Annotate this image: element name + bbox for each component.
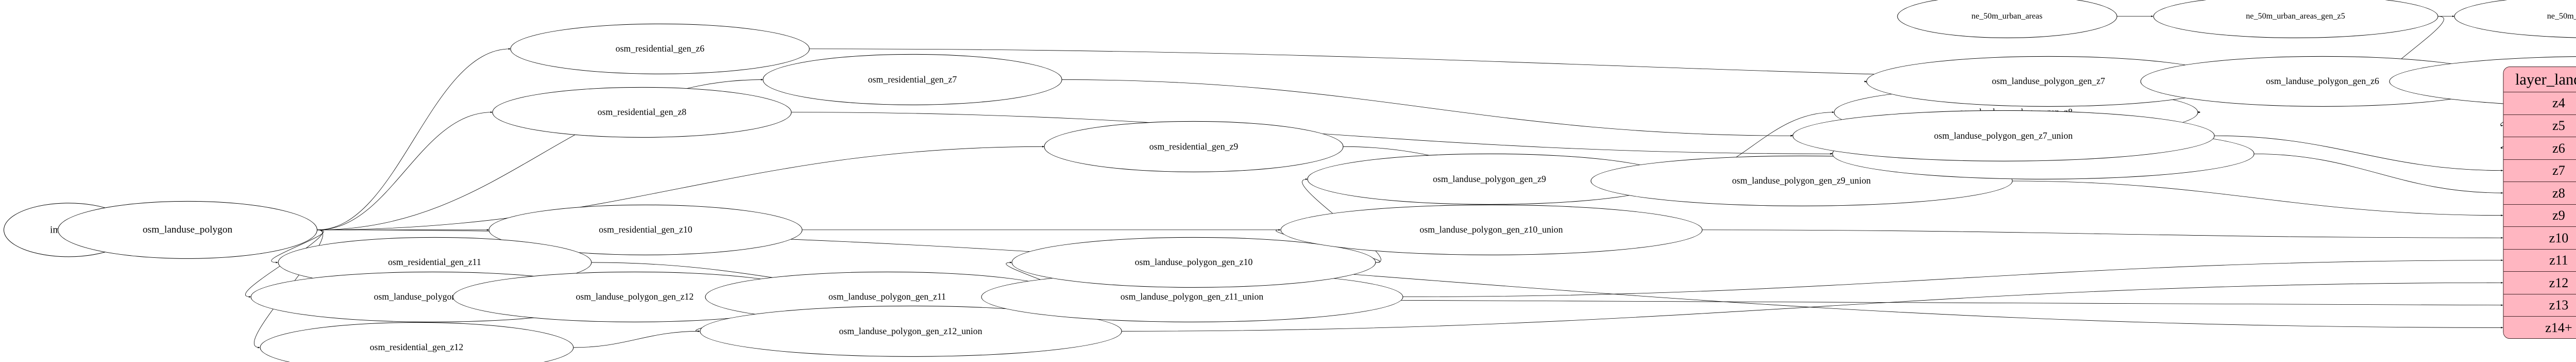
layer-table-header: layer_landuse: [2503, 67, 2576, 93]
edge-osm_landuse_polygon-to-osm_residential_gen_z6: [317, 46, 511, 230]
layer-table-row-z8[interactable]: z8: [2503, 182, 2576, 205]
graph-node-osm_residential_gen_z8[interactable]: osm_residential_gen_z8: [492, 87, 792, 138]
layer-landuse-table[interactable]: layer_landusez4z5z6z7z8z9z10z11z12z13z14…: [2503, 67, 2576, 339]
edge-osm_landuse_polygon-to-osm_residential_gen_z8: [317, 109, 493, 230]
layer-table-row-z9[interactable]: z9: [2503, 204, 2576, 227]
graph-node-osm_landuse_polygon_gen_z10[interactable]: osm_landuse_polygon_gen_z10: [1011, 237, 1376, 288]
layer-table-row-z12[interactable]: z12: [2503, 272, 2576, 294]
graph-node-label: ne_50m_urban_areas: [1971, 11, 2043, 21]
edge-osm_residential_gen_z7-to-osm_landuse_polygon_gen_z7_union: [1062, 79, 1793, 139]
graph-node-label: osm_landuse_polygon_gen_z9_union: [1732, 175, 1871, 186]
graph-node-osm_landuse_polygon[interactable]: osm_landuse_polygon: [58, 201, 317, 259]
graph-node-label: osm_residential_gen_z8: [597, 106, 687, 117]
graph-node-ne_50m_urban_areas_gen_z5[interactable]: ne_50m_urban_areas_gen_z5: [2153, 0, 2438, 38]
edge-osm_landuse_polygon_gen_z7_union-to-layer_landuse-z7: [2214, 136, 2504, 174]
edge-osm_landuse_polygon-to-osm_residential_gen_z9: [317, 143, 1045, 229]
graph-node-label: osm_residential_gen_z11: [388, 257, 481, 268]
graph-node-label: osm_residential_gen_z9: [1149, 141, 1239, 152]
graph-node-label: osm_landuse_polygon_gen_z12_union: [839, 325, 982, 336]
edge-osm_landuse_polygon_gen_z8_union-to-layer_landuse-z8: [2254, 154, 2504, 196]
graph-node-label: osm_landuse_polygon_gen_z11: [828, 291, 946, 302]
graph-node-label: osm_landuse_polygon_gen_z7: [1992, 76, 2105, 87]
edge-osm_landuse_polygon_gen_z9_union-to-layer_landuse-z9: [2012, 181, 2504, 219]
graph-node-label: osm_residential_gen_z10: [599, 224, 692, 235]
graph-node-label: osm_landuse_polygon_gen_z9: [1433, 173, 1546, 184]
edge-osm_landuse_polygon_gen_z12_union-to-layer_landuse-z12: [1122, 279, 2504, 331]
graph-node-ne_50m_urban_areas[interactable]: ne_50m_urban_areas: [1897, 0, 2117, 38]
layer-table-row-z11[interactable]: z11: [2503, 249, 2576, 272]
graph-node-osm_residential_gen_z6[interactable]: osm_residential_gen_z6: [510, 23, 810, 74]
graph-node-label: osm_landuse_polygon_gen_z7_union: [1934, 130, 2073, 141]
layer-table-row-z13[interactable]: z13: [2503, 294, 2576, 317]
graph-node-label: osm_landuse_polygon_gen_z10_union: [1419, 224, 1563, 235]
edge-osm_landuse_polygon_gen_z10_union-to-layer_landuse-z10: [1702, 230, 2504, 241]
graph-node-label: ne_50m_urban_areas_gen_z4: [2547, 11, 2576, 21]
graph-node-label: ne_50m_urban_areas_gen_z5: [2246, 11, 2345, 21]
layer-table-row-z4[interactable]: z4: [2503, 92, 2576, 115]
edge-osm_residential_gen_z12-to-osm_landuse_polygon_gen_z12_union: [573, 328, 701, 348]
graph-node-label: osm_landuse_polygon: [142, 224, 233, 236]
graph-node-osm_residential_gen_z12[interactable]: osm_residential_gen_z12: [260, 322, 573, 362]
layer-table-row-z6[interactable]: z6: [2503, 137, 2576, 160]
graph-node-osm_residential_gen_z7[interactable]: osm_residential_gen_z7: [762, 54, 1062, 105]
layer-table-row-z7[interactable]: z7: [2503, 159, 2576, 183]
graph-node-label: osm_landuse_polygon_gen_z10: [1134, 257, 1253, 268]
layer-table-row-z14plus[interactable]: z14+: [2503, 317, 2576, 339]
graph-node-label: osm_landuse_polygon_gen_z12: [575, 291, 694, 302]
graph-node-label: osm_landuse_polygon_gen_z11_union: [1120, 291, 1264, 302]
layer-table-row-z10[interactable]: z10: [2503, 227, 2576, 250]
graph-node-label: osm_residential_gen_z12: [369, 342, 464, 353]
graph-node-osm_landuse_polygon_gen_z10_union[interactable]: osm_landuse_polygon_gen_z10_union: [1280, 204, 1702, 255]
graph-node-label: osm_residential_gen_z7: [868, 74, 957, 85]
graph-node-osm_residential_gen_z9[interactable]: osm_residential_gen_z9: [1044, 121, 1344, 172]
graph-node-label: osm_residential_gen_z6: [615, 43, 705, 54]
graph-node-osm_landuse_polygon_gen_z11_union[interactable]: osm_landuse_polygon_gen_z11_union: [981, 271, 1403, 322]
layer-table-row-z5[interactable]: z5: [2503, 114, 2576, 138]
graph-node-label: osm_landuse_polygon_gen_z6: [2266, 76, 2379, 87]
graph-node-osm_landuse_polygon_gen_z7_union[interactable]: osm_landuse_polygon_gen_z7_union: [1792, 110, 2214, 161]
edge-osm_landuse_polygon_gen_z11_union-to-layer_landuse-z11: [1403, 257, 2504, 297]
